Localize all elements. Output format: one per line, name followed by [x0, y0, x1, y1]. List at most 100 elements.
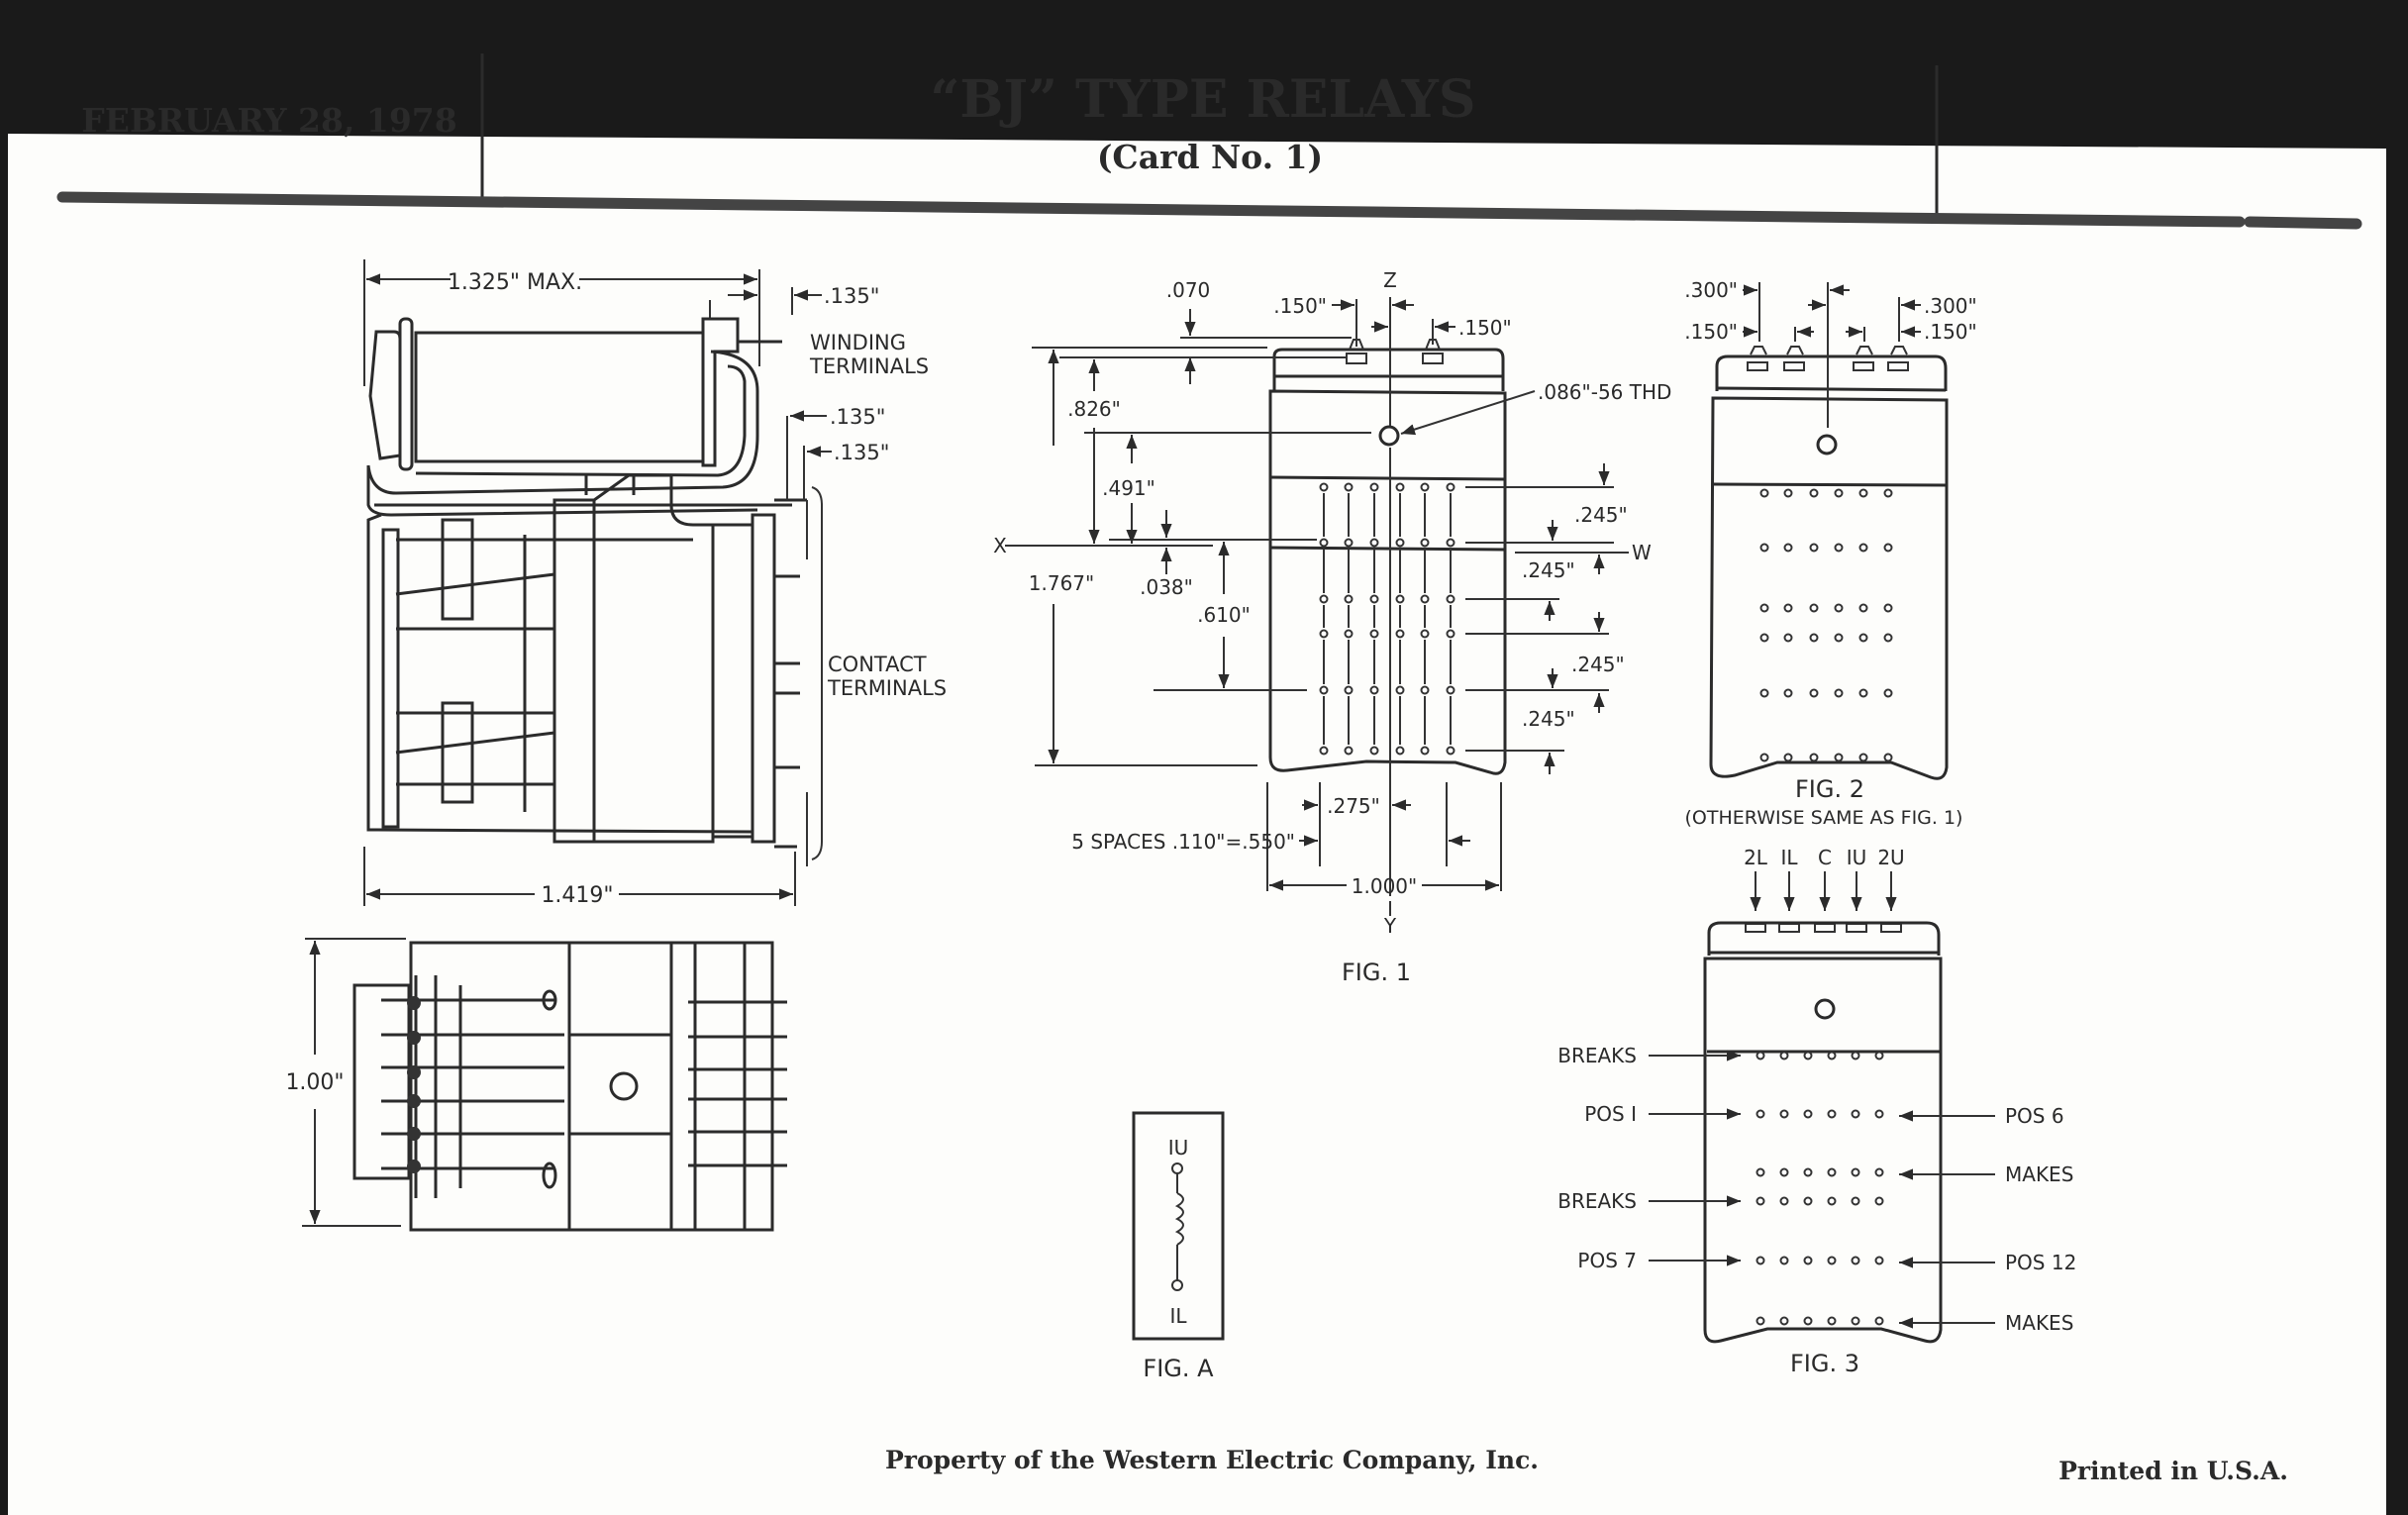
fig1-pin — [1420, 685, 1430, 695]
fig2-pin — [1858, 633, 1868, 643]
fig3-pin — [1874, 1109, 1884, 1119]
fig2-pin — [1834, 543, 1844, 553]
fig2-pin — [1834, 753, 1844, 762]
fig1-pin — [1395, 538, 1405, 548]
fig1-pin — [1446, 482, 1455, 492]
dim-contact-offset-1: .135" — [830, 405, 885, 429]
fig1-pin — [1446, 538, 1455, 548]
fig1-dim-610: .610" — [1197, 603, 1251, 627]
fig3-pin — [1827, 1109, 1837, 1119]
fig3-pin — [1756, 1109, 1765, 1119]
fig1-pin — [1319, 685, 1329, 695]
fig1-dim-1767: 1.767" — [1029, 571, 1094, 595]
fig3-terminal-label: 2L — [1744, 846, 1768, 869]
fig1-pin — [1319, 482, 1329, 492]
date-label: FEBRUARY 28, 1978 — [81, 101, 456, 140]
fig3-pin — [1756, 1196, 1765, 1206]
fig1-thread-spec: .086"-56 THD — [1538, 380, 1671, 404]
fig1-pin — [1446, 746, 1455, 756]
fig2-pin — [1809, 688, 1819, 698]
card-paper — [8, 134, 2386, 1515]
fig3-left-label: POS 7 — [1577, 1249, 1637, 1272]
figA-drawing: IU IL FIG. A — [1132, 1111, 1225, 1382]
fig2-pin — [1809, 543, 1819, 553]
fig3-pin — [1803, 1051, 1813, 1060]
top-view-drawing: 1.00" — [285, 938, 787, 1232]
fig2-pin — [1809, 488, 1819, 498]
fig3-pin — [1827, 1196, 1837, 1206]
fig2-pin — [1809, 753, 1819, 762]
card-number: (Card No. 1) — [1097, 138, 1323, 176]
dim-1325-max: 1.325" MAX. — [448, 270, 582, 295]
fig2-pin — [1883, 688, 1893, 698]
fig2-pin — [1783, 753, 1793, 762]
fig1-pin — [1344, 685, 1354, 695]
fig3-pin — [1779, 1167, 1789, 1177]
fig2-pin — [1759, 688, 1769, 698]
fig1-dim-038: .038" — [1140, 575, 1193, 599]
fig2-pin — [1759, 753, 1769, 762]
fig3-left-label: BREAKS — [1557, 1044, 1637, 1067]
fig2-pin — [1858, 543, 1868, 553]
figA-bottom-terminal: IL — [1169, 1304, 1187, 1328]
fig3-terminal-label: C — [1818, 846, 1832, 869]
fig2-dim-300-right: .300" — [1924, 294, 1977, 318]
fig1-pin — [1369, 629, 1379, 639]
fig2-dim-300-left: .300" — [1684, 278, 1738, 302]
fig1-dim-275: .275" — [1327, 794, 1380, 818]
fig2-pin — [1783, 603, 1793, 613]
fig3-pin — [1851, 1167, 1860, 1177]
fig1-dim-150-left: .150" — [1273, 294, 1327, 318]
fig2-note: (OTHERWISE SAME AS FIG. 1) — [1685, 807, 1963, 829]
fig3-pin — [1827, 1051, 1837, 1060]
fig1-caption: FIG. 1 — [1342, 959, 1411, 986]
fig3-pin — [1779, 1051, 1789, 1060]
fig3-terminal-label: IL — [1780, 846, 1798, 869]
fig1-dim-070: .070 — [1166, 278, 1211, 302]
fig2-pin — [1783, 488, 1793, 498]
fig1-dim-491: .491" — [1102, 476, 1155, 500]
fig1-dim-245-c: .245" — [1571, 653, 1625, 676]
winding-terminals-label-1: WINDING — [810, 331, 906, 354]
fig2-dim-150-left: .150" — [1684, 320, 1738, 344]
fig3-left-label: BREAKS — [1557, 1189, 1637, 1213]
fig2-pin — [1883, 753, 1893, 762]
fig3-terminal-label: 2U — [1877, 846, 1904, 869]
fig1-dim-245-d: .245" — [1522, 707, 1575, 731]
fig1-pin — [1420, 629, 1430, 639]
fig3-right-label: MAKES — [2005, 1162, 2073, 1186]
fig1-pin — [1446, 594, 1455, 604]
fig3-right-label: POS 6 — [2005, 1104, 2064, 1128]
fig1-dim-spaces: 5 SPACES .110"=.550" — [1071, 830, 1295, 854]
fig2-pin — [1759, 543, 1769, 553]
figA-top-terminal: IU — [1168, 1136, 1189, 1160]
fig1-dim-826: .826" — [1067, 397, 1121, 421]
fig2-pin — [1834, 488, 1844, 498]
fig1-pin — [1395, 594, 1405, 604]
fig3-pin — [1756, 1256, 1765, 1265]
fig2-pin — [1834, 688, 1844, 698]
fig1-pin — [1344, 629, 1354, 639]
fig3-caption: FIG. 3 — [1790, 1350, 1859, 1377]
fig2-pin — [1883, 488, 1893, 498]
fig1-pin — [1369, 482, 1379, 492]
fig1-dim-150-right: .150" — [1458, 316, 1512, 340]
fig2-pin — [1759, 603, 1769, 613]
fig3-pin — [1827, 1316, 1837, 1326]
fig1-dim-1000: 1.000" — [1352, 874, 1417, 898]
fig2-pin — [1858, 488, 1868, 498]
fig3-terminal-label: IU — [1847, 846, 1867, 869]
fig1-pin — [1344, 482, 1354, 492]
fig3-pin — [1874, 1196, 1884, 1206]
fig1-dim-245-a: .245" — [1574, 503, 1628, 527]
dim-contact-offset-2: .135" — [834, 441, 889, 464]
fig2-pin-grid — [1759, 488, 1893, 762]
fig1-pin — [1395, 482, 1405, 492]
fig3-pin — [1851, 1051, 1860, 1060]
fig2-caption: FIG. 2 — [1795, 775, 1864, 803]
fig1-pin — [1395, 685, 1405, 695]
fig1-pin — [1395, 629, 1405, 639]
fig1-pin — [1344, 746, 1354, 756]
